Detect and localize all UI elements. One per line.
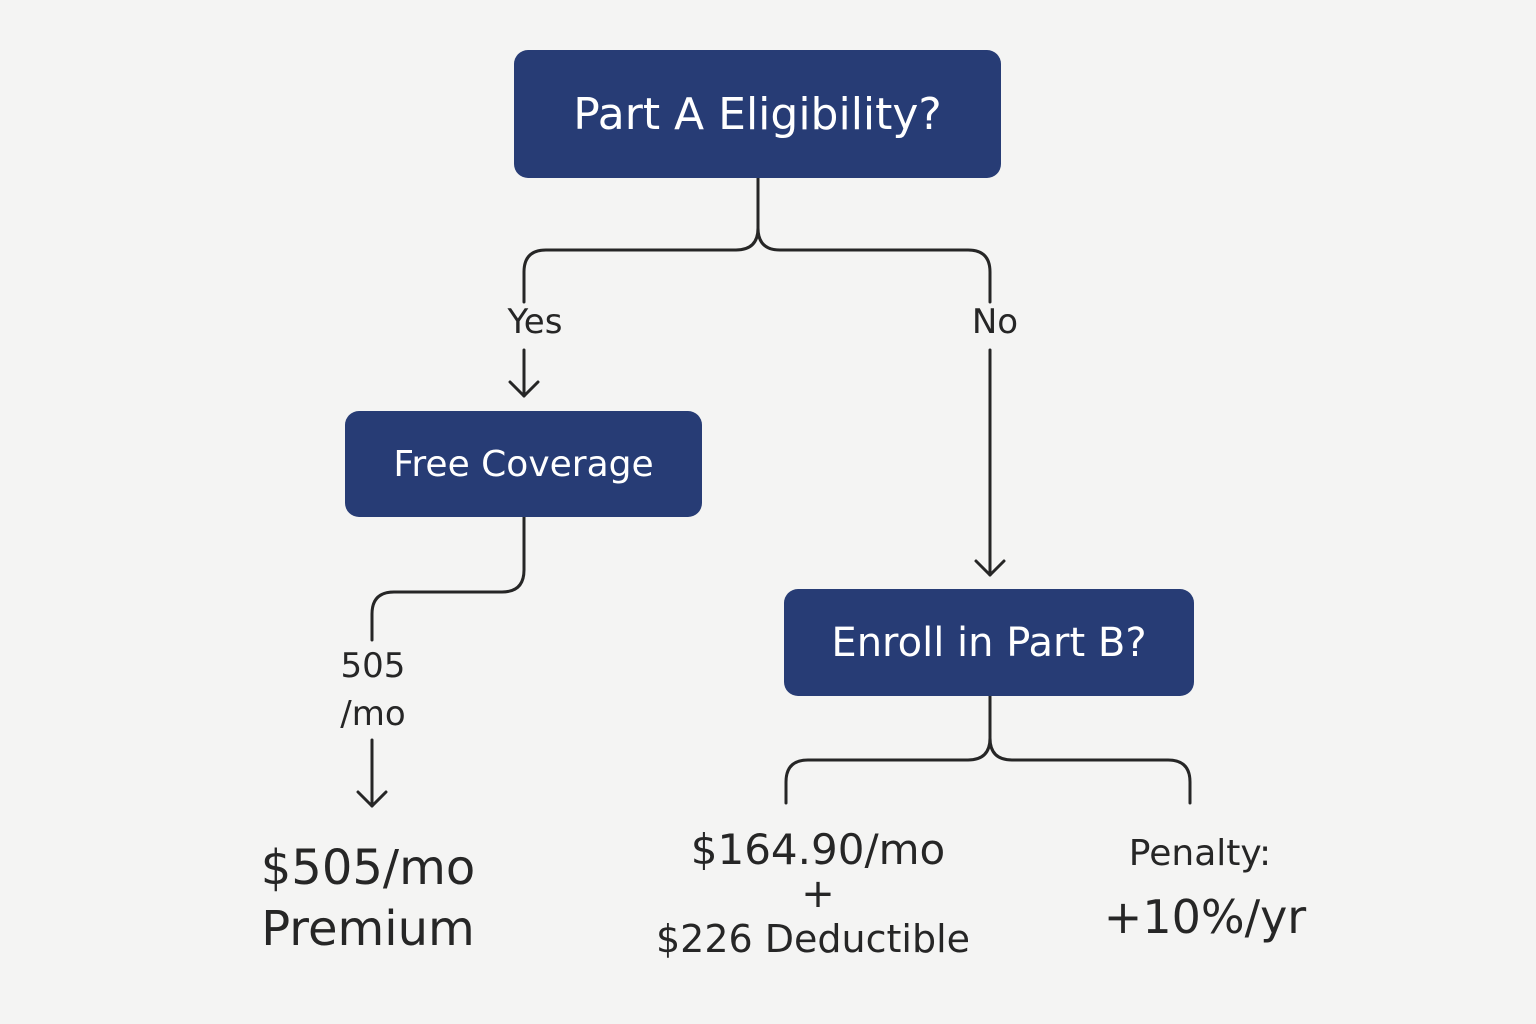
arrowhead-to-premium-outcome [356,790,388,808]
node-enroll-part-b: Enroll in Part B? [784,589,1194,696]
outcome-premium-amount: $505/mo [260,840,476,896]
node-part-a-eligibility-label: Part A Eligibility? [573,88,942,140]
connector-partb-to-penalty [988,736,1192,805]
connector-partb-to-enroll [784,736,992,805]
connector-free-coverage-to-premium [370,515,526,642]
connector-root-to-yes [522,226,760,304]
arrowhead-to-free-coverage [508,380,540,398]
edge-label-no: No [971,302,1019,342]
outcome-plus-sign: + [801,871,835,917]
outcome-part-b-deductible: $226 Deductible [655,917,971,961]
outcome-premium-label: Premium [261,901,475,957]
arrowhead-to-enroll-part-b [974,559,1006,577]
outcome-penalty-label: Penalty: [1128,833,1272,874]
node-free-coverage: Free Coverage [345,411,702,517]
connector-root-to-no [756,226,992,304]
outcome-penalty-value: +10%/yr [1103,890,1307,944]
outcome-part-b-premium: $164.90/mo [690,825,946,874]
node-part-a-eligibility: Part A Eligibility? [514,50,1001,178]
edge-label-cost-value: 505 [340,646,406,686]
edge-label-yes: Yes [507,302,563,342]
node-enroll-part-b-label: Enroll in Part B? [831,619,1147,666]
node-free-coverage-label: Free Coverage [393,443,654,485]
edge-label-cost-unit: /mo [340,694,406,734]
